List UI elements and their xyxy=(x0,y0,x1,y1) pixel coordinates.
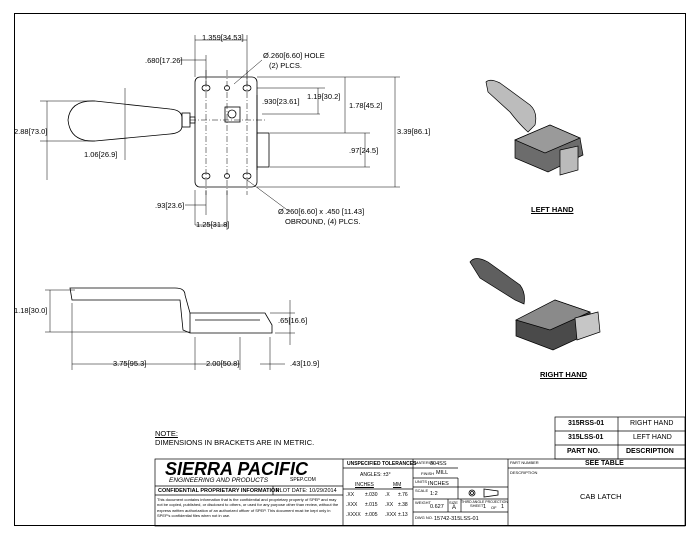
part-row1-desc: RIGHT HAND xyxy=(630,420,674,427)
sheet: 1 xyxy=(483,504,487,510)
tol-cell: .XXXX xyxy=(346,512,361,518)
partnumber: SEE TABLE xyxy=(585,460,624,467)
dwg-no: 15742-315LSS-01 xyxy=(434,516,479,522)
dim-178: 1.78[45.2] xyxy=(349,101,383,110)
projection: THIRD ANGLE PROJECTION xyxy=(461,500,508,504)
dim-left-top: .680[17.26] xyxy=(145,56,183,65)
units: INCHES xyxy=(428,481,449,487)
obround-note-2: OBROUND, (4) PLCS. xyxy=(285,217,361,226)
hole-note-2: (2) PLCS. xyxy=(269,61,302,70)
part-header: PART NO. xyxy=(567,448,600,455)
obround-note-1: Ø.260[6.60] x .450 [11.43] xyxy=(278,207,365,216)
dim-93: .93[23.6] xyxy=(155,201,185,210)
hole-note-1: Ø.260[6.60] HOLE xyxy=(263,51,325,60)
partnumber-label: PART NUMBER xyxy=(510,460,539,465)
dim-375: 3.75[95.3] xyxy=(113,359,147,368)
tol-cell: .XXX xyxy=(385,512,397,518)
sheet-total: 1 xyxy=(501,504,505,510)
scale: 1:2 xyxy=(430,491,438,497)
note-heading: NOTE: xyxy=(155,429,178,438)
description-label: DESCRIPTION xyxy=(510,470,538,475)
size: A xyxy=(452,505,457,511)
dwg-label: DWG NO. xyxy=(415,515,433,520)
tol-cell: ±.13 xyxy=(398,512,408,518)
tol-cell: .XXX xyxy=(346,502,358,508)
description: CAB LATCH xyxy=(580,492,622,501)
side-profile xyxy=(69,287,273,334)
website: SPEP.COM xyxy=(290,477,316,483)
part-row2-desc: LEFT HAND xyxy=(633,434,672,441)
tol-title: UNSPECIFIED TOLERANCES xyxy=(347,461,417,467)
sheet-of: OF xyxy=(491,505,497,510)
tol-cell: ±.015 xyxy=(365,502,378,508)
material-label: MATERIAL xyxy=(415,460,435,465)
finish: MILL xyxy=(436,470,449,476)
angles: ANGLES: ±3° xyxy=(360,472,391,478)
part-row1-part: 315RSS-01 xyxy=(568,420,605,427)
company-name: SIERRA PACIFIC xyxy=(165,459,309,479)
tol-cell: .XX xyxy=(346,492,355,498)
tol-cell: ±.38 xyxy=(398,502,408,508)
plot-date: PLOT DATE: 10/29/2014 xyxy=(276,488,337,494)
tol-cell: ±.030 xyxy=(365,492,378,498)
dim-65: .65[16.6] xyxy=(278,316,308,325)
dim-97: .97[24.5] xyxy=(349,146,379,155)
tol-cell: ±.76 xyxy=(398,492,408,498)
weight-label: WEIGHT xyxy=(415,500,431,505)
dim-43: .43[10.9] xyxy=(290,359,320,368)
tol-cell: ±.005 xyxy=(365,512,378,518)
size-label: SIZE xyxy=(449,500,458,505)
tol-cell: .X xyxy=(385,492,390,498)
part-row2-part: 315LSS-01 xyxy=(568,434,604,441)
base-plate xyxy=(194,76,258,188)
finish-label: FINISH xyxy=(421,471,435,476)
right-hand-label: RIGHT HAND xyxy=(540,370,588,379)
iso-right xyxy=(469,258,601,351)
drawing-border xyxy=(14,13,686,526)
sheet-label: SHEET xyxy=(470,503,484,508)
dim-top: 1.359[34.53] xyxy=(202,33,244,42)
dim-200: 2.00[50.8] xyxy=(206,359,240,368)
dim-119: 1.19[30.2] xyxy=(307,92,341,101)
iso-left xyxy=(485,79,584,176)
left-hand-label: LEFT HAND xyxy=(531,205,574,214)
note-line1: DIMENSIONS IN BRACKETS ARE IN METRIC. xyxy=(155,438,315,447)
tol-inches: INCHES xyxy=(355,482,374,488)
dim-339: 3.39[86.1] xyxy=(397,127,431,136)
dim-288: 2.88[73.0] xyxy=(14,127,48,136)
weight: 0.627 xyxy=(430,504,444,510)
disclaimer: This document contains information that … xyxy=(157,497,339,519)
dim-106: 1.06[26.9] xyxy=(84,150,118,159)
confidential: CONFIDENTIAL PROPRIETARY INFORMATION xyxy=(158,488,280,494)
tol-mm: MM xyxy=(393,482,402,488)
material: 304SS xyxy=(430,461,447,467)
dim-118: 1.18[30.0] xyxy=(14,306,48,315)
tol-cell: .XX xyxy=(385,502,394,508)
dim-125: 1.25[31.8] xyxy=(196,220,230,229)
desc-header: DESCRIPTION xyxy=(626,448,674,455)
company-sub: ENGINEERING AND PRODUCTS xyxy=(169,477,269,484)
dim-930: .930[23.61] xyxy=(262,97,300,106)
scale-label: SCALE xyxy=(415,488,429,493)
units-label: UNITS xyxy=(415,479,427,484)
